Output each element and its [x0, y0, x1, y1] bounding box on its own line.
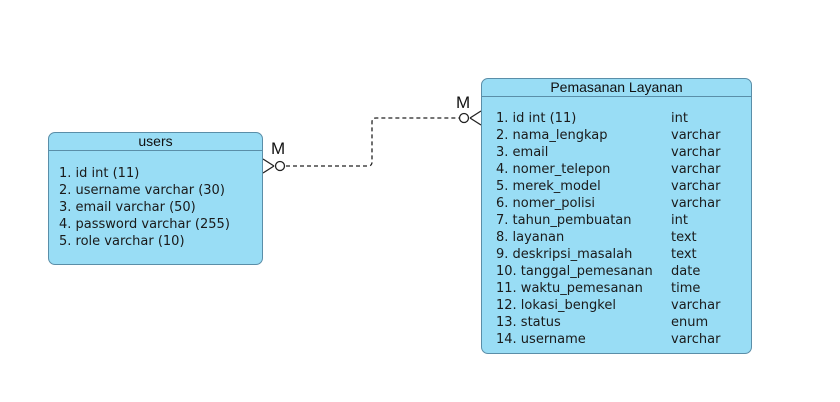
- attribute-name: 9. deskripsi_masalah: [496, 247, 633, 262]
- attribute-type: date: [671, 264, 701, 279]
- attribute-name: 6. nomer_polisi: [496, 196, 596, 211]
- layanan-attribute-row: 3. email varchar: [496, 144, 751, 161]
- attribute-type: varchar: [671, 298, 721, 313]
- users-attribute: 2. username varchar (30): [59, 183, 225, 198]
- layanan-attribute-row: 7. tahun_pembuatan int: [496, 212, 751, 229]
- attribute-name: 2. nama_lengkap: [496, 128, 608, 143]
- layanan-attribute-row: 10. tanggal_pemesanan date: [496, 263, 751, 280]
- attribute-name: 14. username: [496, 332, 586, 347]
- attribute-name: 10. tanggal_pemesanan: [496, 264, 653, 279]
- attribute-name: 11. waktu_pemesanan: [496, 281, 643, 296]
- users-entity-title: users: [49, 133, 262, 151]
- attribute-type: varchar: [671, 128, 721, 143]
- layanan-cardinality-label: M: [456, 93, 471, 112]
- attribute-type: varchar: [671, 145, 721, 160]
- layanan-attribute-row: 6. nomer_polisi varchar: [496, 195, 751, 212]
- layanan-attribute-row: 2. nama_lengkap varchar: [496, 127, 751, 144]
- attribute-name: 7. tahun_pembuatan: [496, 213, 632, 228]
- attribute-type: int: [671, 111, 688, 126]
- users-entity[interactable]: users 1. id int (11) 2. username varchar…: [48, 132, 263, 265]
- layanan-zero-or-many-marker: [458, 110, 482, 126]
- attribute-type: int: [671, 213, 688, 228]
- attribute-name: 13. status: [496, 315, 561, 330]
- attribute-type: text: [671, 230, 697, 245]
- attribute-name: 4. nomer_telepon: [496, 162, 611, 177]
- layanan-attribute-row: 4. nomer_telepon varchar: [496, 161, 751, 178]
- attribute-name: 1. id int (11): [496, 111, 577, 126]
- users-attribute-list: 1. id int (11) 2. username varchar (30) …: [49, 151, 262, 250]
- users-attribute: 3. email varchar (50): [59, 200, 196, 215]
- layanan-attribute-row: 12. lokasi_bengkel varchar: [496, 297, 751, 314]
- attribute-type: varchar: [671, 179, 721, 194]
- attribute-type: varchar: [671, 196, 721, 211]
- users-zero-or-many-marker: [262, 158, 286, 174]
- users-attribute: 1. id int (11): [59, 166, 140, 181]
- layanan-attribute-row: 11. waktu_pemesanan time: [496, 280, 751, 297]
- users-attribute: 5. role varchar (10): [59, 234, 185, 249]
- users-cardinality-label: M: [271, 139, 286, 158]
- attribute-name: 3. email: [496, 145, 549, 160]
- attribute-type: varchar: [671, 162, 721, 177]
- attribute-name: 5. merek_model: [496, 179, 601, 194]
- pemasanan-layanan-entity-title: Pemasanan Layanan: [482, 79, 751, 97]
- attribute-type: text: [671, 247, 697, 262]
- layanan-attribute-row: 5. merek_model varchar: [496, 178, 751, 195]
- attribute-type: enum: [671, 315, 709, 330]
- users-attribute: 4. password varchar (255): [59, 217, 230, 232]
- attribute-name: 8. layanan: [496, 230, 565, 245]
- layanan-attribute-row: 9. deskripsi_masalah text: [496, 246, 751, 263]
- layanan-attribute-row: 1. id int (11) int: [496, 110, 751, 127]
- layanan-attribute-row: 14. username varchar: [496, 331, 751, 348]
- layanan-attribute-row: 13. status enum: [496, 314, 751, 331]
- attribute-name: 12. lokasi_bengkel: [496, 298, 616, 313]
- layanan-attribute-row: 8. layanan text: [496, 229, 751, 246]
- pemasanan-layanan-entity[interactable]: Pemasanan Layanan 1. id int (11) int 2. n…: [481, 78, 752, 354]
- attribute-type: varchar: [671, 332, 721, 347]
- relationship-line: [286, 117, 460, 167]
- attribute-type: time: [671, 281, 701, 296]
